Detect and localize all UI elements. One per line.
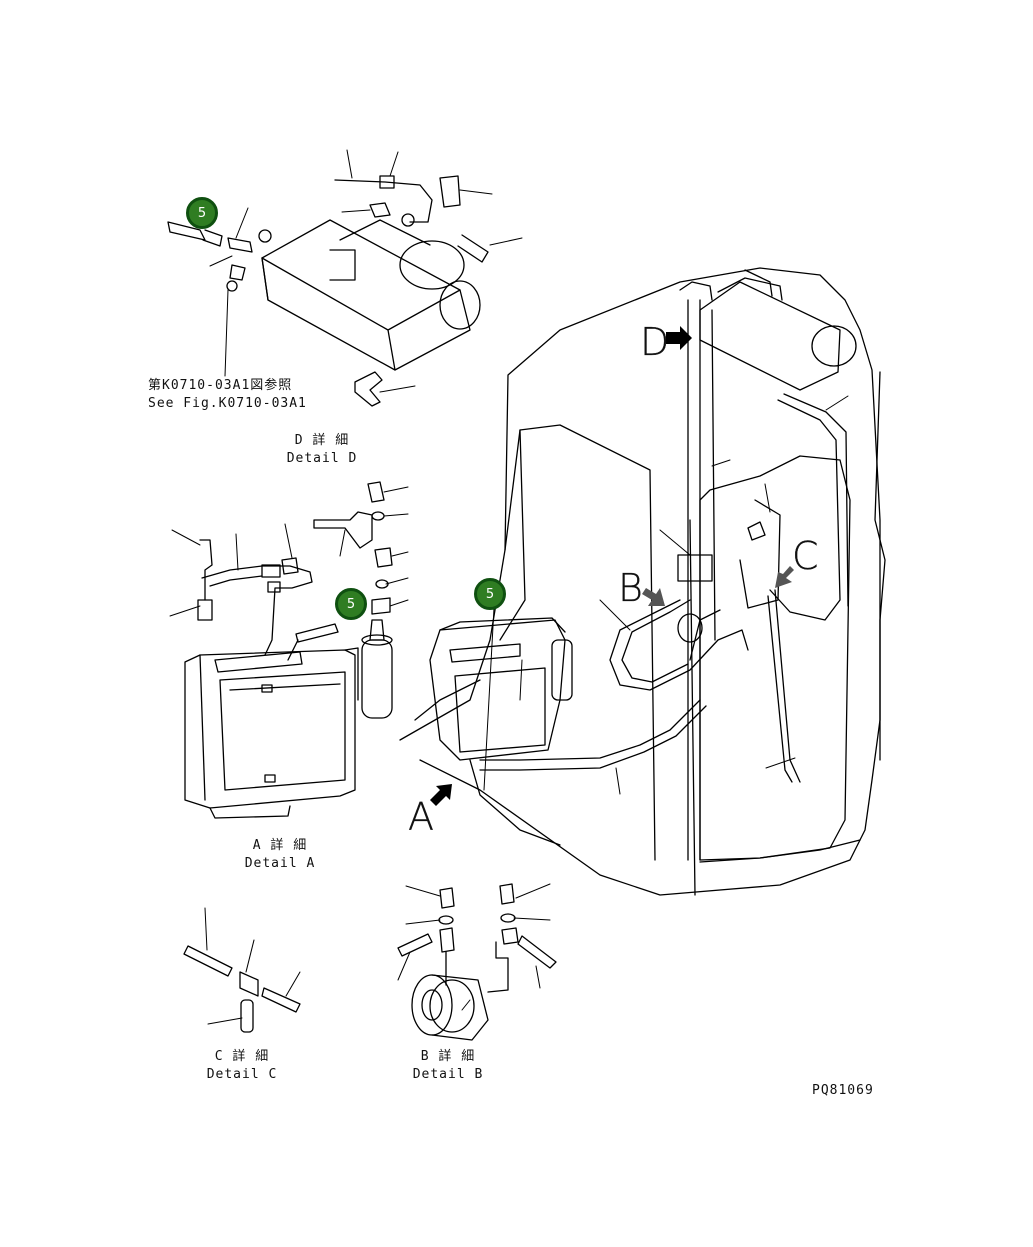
view-letter-a: A: [408, 795, 434, 839]
detail-d-title-en: Detail D: [286, 451, 358, 466]
detail-b-title-en: Detail B: [412, 1067, 484, 1082]
callout-marker[interactable]: 5: [335, 588, 367, 620]
view-arrows: [430, 326, 794, 806]
see-fig-label-jp: 第K0710-03A1図参照: [148, 378, 293, 393]
detail-c-title-en: Detail C: [206, 1067, 278, 1082]
drawing-number: PQ81069: [812, 1083, 874, 1098]
detail-d-title-jp: D 詳 細: [294, 433, 350, 448]
see-fig-label-en: See Fig.K0710-03A1: [148, 396, 307, 411]
detail-a-title-jp: A 詳 細: [252, 838, 308, 853]
callout-marker[interactable]: 5: [186, 197, 218, 229]
cab-assembly: [399, 267, 886, 896]
detail-a-title-en: Detail A: [244, 856, 316, 871]
detail-c-assembly: [183, 907, 301, 1033]
detail-d-assembly: [167, 149, 523, 407]
view-letter-b: B: [618, 566, 643, 610]
detail-b-assembly: [397, 883, 557, 1041]
detail-c-title-jp: C 詳 細: [214, 1049, 270, 1064]
detail-a-assembly: [169, 481, 409, 819]
view-letter-d: D: [640, 320, 670, 364]
detail-b-title-jp: B 詳 細: [420, 1049, 476, 1064]
callout-marker[interactable]: 5: [474, 578, 506, 610]
view-letter-c: C: [792, 534, 819, 578]
